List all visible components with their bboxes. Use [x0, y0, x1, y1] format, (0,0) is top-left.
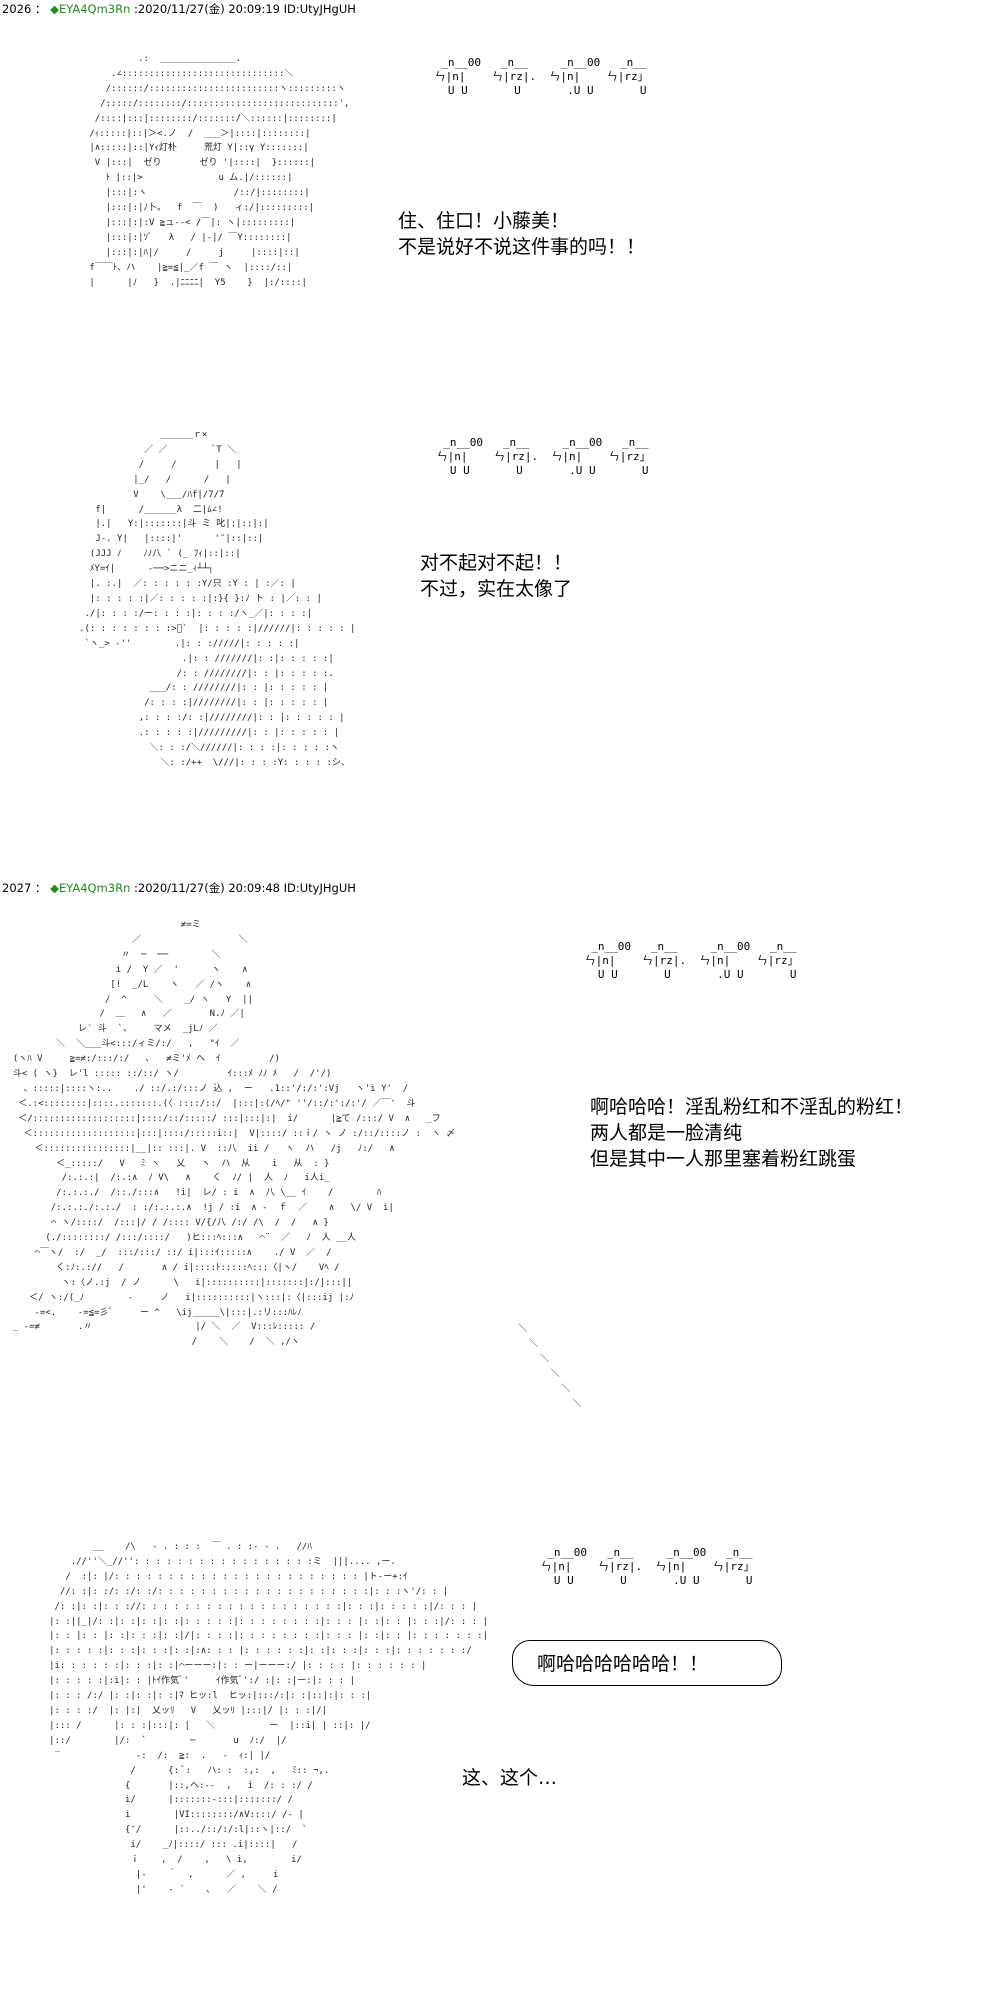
dialogue-panel-2: 对不起对不起！！ 不过，实在太像了: [420, 552, 573, 600]
trip-diamond-icon: ◆: [50, 2, 59, 16]
post-datetime-id: :2020/11/27(金) 20:09:19 ID:UtyJHgUH: [130, 2, 356, 16]
post-separator: ：: [31, 2, 47, 16]
knock-sfx-4: _n__00 _n__ _n__00 _n__ ㄣ|n| ㄣ|rz|. ㄣ|n|…: [540, 1546, 755, 1587]
dialogue-panel-1: 住、住口！小藤美！ 不是说好不说这件事的吗！！: [398, 210, 646, 258]
poster-trip[interactable]: EYA4Qm3Rn: [58, 2, 131, 16]
dialogue-panel-4: 这、这个…: [462, 1767, 558, 1789]
post-header-2026: 2026 ： ◆EYA4Qm3Rn :2020/11/27(金) 20:09:1…: [2, 2, 356, 16]
speech-bubble-text: 啊哈哈哈哈哈哈！！: [537, 1653, 709, 1675]
ascii-art-panel-2: ______ｒ× ／ ／ `T ＼ / / | | |_/ / / | V \_…: [79, 430, 356, 768]
poster-trip[interactable]: EYA4Qm3Rn: [58, 881, 131, 895]
trip-diamond-icon: ◆: [50, 881, 59, 895]
ascii-art-panel-3: ≠=ミ ／ ＼ 〃 ─ ── ＼ i / Y ／ ' ヽ ∧ [! _/L ヽ …: [12, 920, 456, 1348]
ascii-art-panel-1: .: ______________. .∠:::::::::::::::::::…: [89, 54, 350, 288]
knock-sfx-3: _n__00 _n__ _n__00 _n__ ㄣ|n| ㄣ|rz|. ㄣ|n|…: [584, 940, 799, 981]
staff-lines: ＼ ＼ ＼ ＼ ＼ ＼: [518, 1324, 582, 1409]
ascii-art-panel-4: __ /\ - . : : : ￣ . : :- - . //ﾊ .//''＼_…: [49, 1542, 488, 1895]
post-datetime-id: :2020/11/27(金) 20:09:48 ID:UtyJHgUH: [130, 881, 356, 895]
speech-bubble: 啊哈哈哈哈哈哈！！: [512, 1640, 782, 1686]
dialogue-panel-3: 啊哈哈哈！淫乱粉红和不淫乱的粉红！ 两人都是一脸清纯 但是其中一人那里塞着粉红跳…: [590, 1096, 914, 1170]
post-number: 2026: [2, 2, 32, 16]
post-number: 2027: [2, 881, 32, 895]
knock-sfx-2: _n__00 _n__ _n__00 _n__ ㄣ|n| ㄣ|rz|. ㄣ|n|…: [436, 436, 651, 477]
knock-sfx-1: _n__00 _n__ _n__00 _n__ ㄣ|n| ㄣ|rz|. ㄣ|n|…: [434, 56, 649, 97]
post-separator: ：: [31, 881, 47, 895]
post-header-2027: 2027 ： ◆EYA4Qm3Rn :2020/11/27(金) 20:09:4…: [2, 881, 356, 895]
